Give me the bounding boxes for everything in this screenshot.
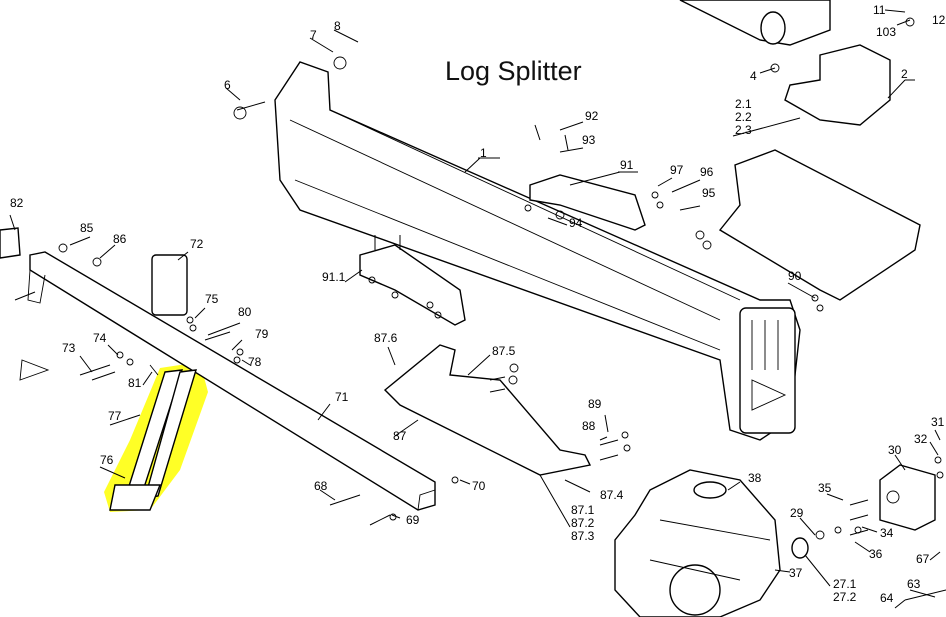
label-36: 36: [869, 547, 883, 561]
label-75: 75: [205, 292, 219, 306]
label-87: 87: [393, 429, 407, 443]
label-87-6: 87.6: [374, 331, 398, 345]
leader-lines: [9, 9, 941, 609]
label-91: 91: [620, 158, 634, 172]
label-72: 72: [190, 237, 204, 251]
label-2: 2: [901, 67, 908, 81]
main-beam: [274, 61, 801, 441]
bracket-91: [529, 174, 646, 231]
part-labels: 1 2 2.1 2.2 2.3 4 6 7 8 11 12 103 29 30 …: [10, 3, 946, 605]
diagram-title: Log Splitter: [445, 56, 582, 86]
bracket-87: [383, 344, 592, 476]
leg-76-77: [109, 369, 197, 511]
label-2-1: 2.1: [735, 97, 752, 111]
bracket-82: [0, 227, 21, 259]
label-32: 32: [914, 432, 928, 446]
label-87-2: 87.2: [571, 516, 595, 530]
label-82: 82: [10, 196, 24, 210]
label-29: 29: [790, 506, 804, 520]
label-87-5: 87.5: [492, 344, 516, 358]
fasteners: [14, 0, 946, 601]
pump-30: [879, 464, 936, 531]
label-74: 74: [93, 331, 107, 345]
label-2-3: 2.3: [735, 123, 752, 137]
label-97: 97: [670, 163, 684, 177]
foot-plate: [718, 149, 921, 301]
label-69: 69: [406, 513, 420, 527]
label-63: 63: [907, 577, 921, 591]
label-34: 34: [880, 526, 894, 540]
label-91-1: 91.1: [322, 270, 346, 284]
cylinder-assembly: [679, 0, 891, 126]
label-85: 85: [80, 221, 94, 235]
plate-72: [151, 254, 188, 316]
label-6: 6: [224, 78, 231, 92]
label-81: 81: [128, 376, 142, 390]
label-93: 93: [582, 133, 596, 147]
label-1: 1: [480, 146, 487, 160]
label-27-1: 27.1: [833, 577, 857, 591]
rail-71: [27, 251, 436, 511]
label-37: 37: [789, 566, 803, 580]
label-38: 38: [748, 471, 762, 485]
label-27-2: 27.2: [833, 590, 857, 604]
label-4: 4: [750, 69, 757, 83]
label-103: 103: [876, 25, 896, 39]
label-78: 78: [248, 355, 262, 369]
label-8: 8: [334, 19, 341, 33]
label-67: 67: [916, 552, 930, 566]
label-31: 31: [931, 415, 945, 429]
label-71: 71: [335, 390, 349, 404]
label-73: 73: [62, 341, 76, 355]
label-87-1: 87.1: [571, 503, 595, 517]
label-95: 95: [702, 186, 716, 200]
label-87-3: 87.3: [571, 529, 595, 543]
bracket-91-1: [359, 244, 466, 326]
label-30: 30: [888, 443, 902, 457]
label-12: 12: [932, 13, 946, 27]
label-94: 94: [569, 216, 583, 230]
label-89: 89: [588, 397, 602, 411]
label-79: 79: [255, 327, 269, 341]
label-64: 64: [880, 591, 894, 605]
label-7: 7: [310, 28, 317, 42]
coupling-27: [791, 537, 809, 559]
label-2-2: 2.2: [735, 110, 752, 124]
label-80: 80: [238, 305, 252, 319]
label-90: 90: [788, 269, 802, 283]
label-96: 96: [700, 165, 714, 179]
label-70: 70: [472, 479, 486, 493]
engine-38: [614, 469, 781, 617]
label-88: 88: [582, 419, 596, 433]
label-35: 35: [818, 481, 832, 495]
label-68: 68: [314, 479, 328, 493]
label-87-4: 87.4: [600, 488, 624, 502]
label-11: 11: [873, 3, 886, 17]
label-92: 92: [585, 109, 599, 123]
label-77: 77: [108, 409, 122, 423]
label-76: 76: [100, 453, 114, 467]
label-86: 86: [113, 232, 127, 246]
